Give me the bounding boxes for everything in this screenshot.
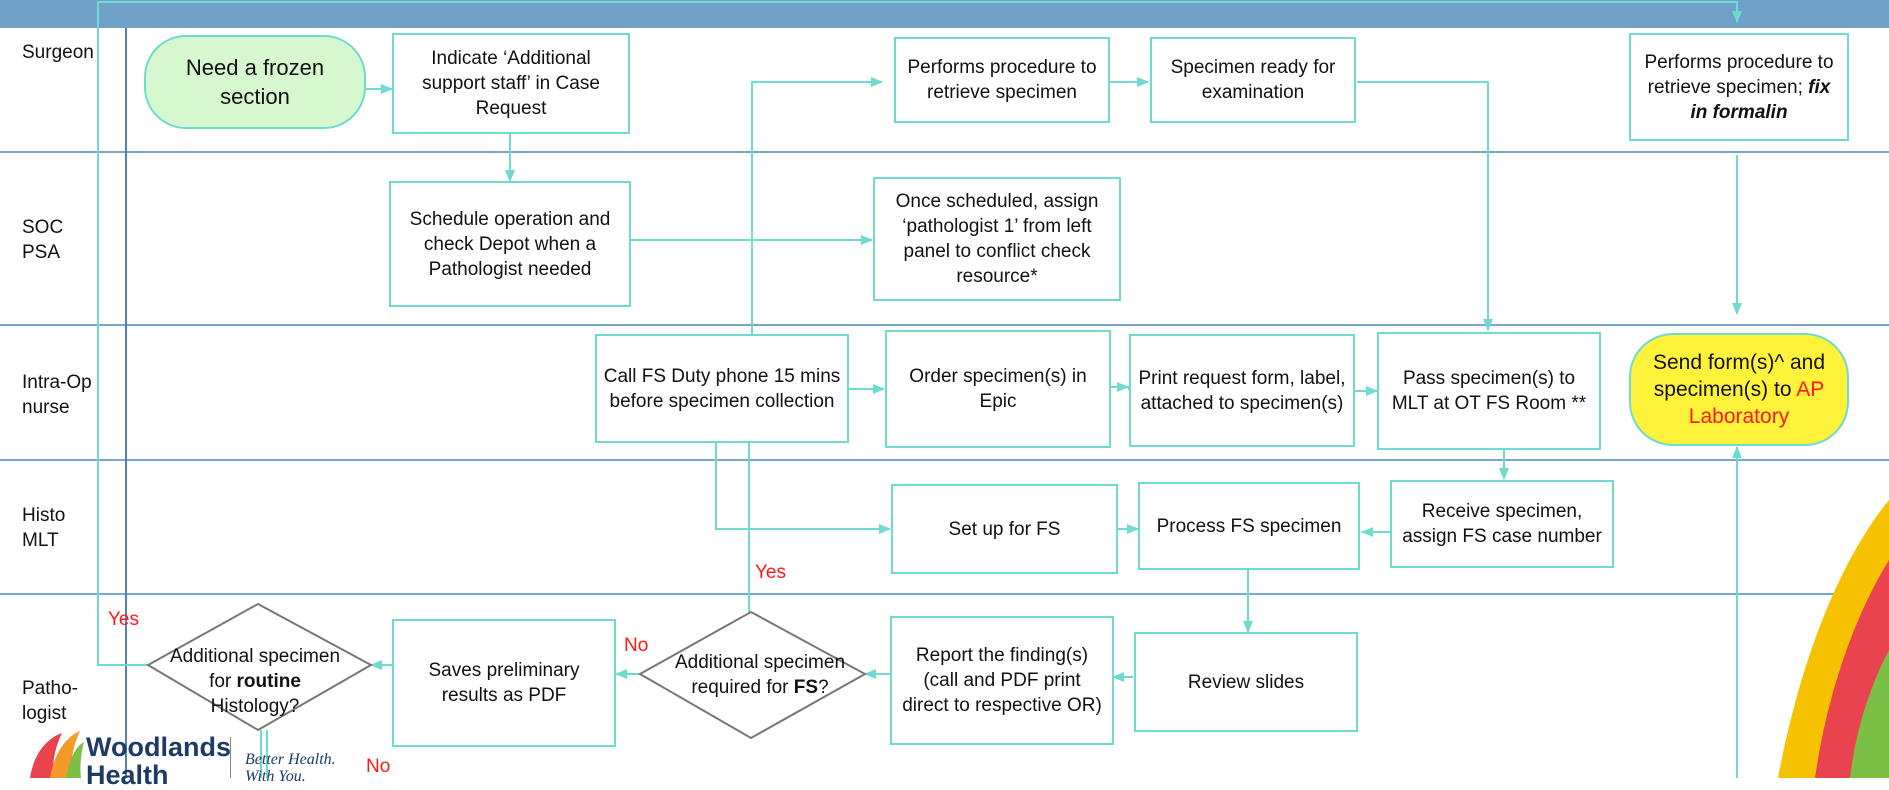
end-send-form-ap-laboratory: Send form(s)^ and specimen(s) to AP Labo… <box>1629 333 1849 446</box>
decision-diamond-routine <box>145 602 374 732</box>
node-specimen-ready: Specimen ready for examination <box>1150 37 1356 123</box>
decision-diamond-fs <box>637 610 868 740</box>
node-report-findings: Report the finding(s) (call and PDF prin… <box>890 616 1114 745</box>
decision-text-emphasis: routine <box>236 671 301 692</box>
lane-divider <box>0 593 1889 595</box>
node-text-highlight: AP Laboratory <box>1688 378 1825 428</box>
node-text: Process FS specimen <box>1156 515 1342 537</box>
lane-divider <box>0 459 1889 461</box>
node-text: Schedule operation and check Depot when … <box>409 208 611 280</box>
node-indicate-support: Indicate ‘Additional support staff’ in C… <box>392 33 630 134</box>
logo-name-line1: Woodlands <box>86 732 231 762</box>
node-print-request: Print request form, label, attached to s… <box>1129 334 1355 447</box>
node-text: Call FS Duty phone 15 mins before specim… <box>603 365 841 412</box>
node-performs-fix-formalin: Performs procedure to retrieve specimen;… <box>1629 33 1849 141</box>
lane-label-soc-psa: SOC PSA <box>22 217 64 263</box>
node-text: Performs procedure to retrieve specimen;… <box>1637 50 1841 125</box>
node-text: Once scheduled, assign ‘pathologist 1’ f… <box>895 191 1099 287</box>
lane-label-histo-mlt: Histo MLT <box>22 505 66 551</box>
node-receive-specimen: Receive specimen, assign FS case number <box>1390 480 1614 568</box>
node-text: Order specimen(s) in Epic <box>909 366 1087 412</box>
node-text: Saves preliminary results as PDF <box>428 660 580 706</box>
node-text: Set up for FS <box>948 518 1061 540</box>
node-text-part: Performs procedure to retrieve specimen; <box>1644 51 1834 98</box>
node-text: Send form(s)^ and specimen(s) to AP Labo… <box>1637 349 1841 430</box>
node-text-emphasis: fix in formalin <box>1690 76 1831 123</box>
decision-text-part: ? <box>818 677 829 698</box>
lane-label-intra-op-nurse: Intra-Op nurse <box>22 372 92 418</box>
node-process-fs: Process FS specimen <box>1138 482 1360 570</box>
node-text: Specimen ready for examination <box>1170 57 1336 103</box>
node-text: Review slides <box>1187 671 1305 693</box>
node-text: Receive specimen, assign FS case number <box>1402 501 1602 547</box>
edge-label-no-routine: No <box>366 756 391 777</box>
lane-divider <box>0 324 1889 326</box>
decision-fs-text: Additional specimen required for FS? <box>655 650 865 700</box>
node-text: Pass specimen(s) to MLT at OT FS Room ** <box>1391 368 1587 414</box>
start-node-text: Need a frozen section <box>185 55 325 109</box>
node-pass-specimen: Pass specimen(s) to MLT at OT FS Room ** <box>1377 332 1601 450</box>
node-once-scheduled: Once scheduled, assign ‘pathologist 1’ f… <box>873 177 1121 301</box>
node-set-up-fs: Set up for FS <box>891 484 1118 574</box>
lane-divider <box>0 151 1889 153</box>
top-header-bar <box>0 0 1889 28</box>
node-text: Report the finding(s) (call and PDF prin… <box>902 645 1102 716</box>
node-text: Indicate ‘Additional support staff’ in C… <box>422 48 600 119</box>
edge-label-yes-fs: Yes <box>755 562 786 583</box>
logo-divider <box>230 737 231 778</box>
node-schedule-operation: Schedule operation and check Depot when … <box>389 181 631 307</box>
node-text-part: Send form(s)^ and specimen(s) to <box>1652 351 1826 401</box>
decision-routine-text: Additional specimen for routine Histolog… <box>166 644 344 719</box>
decision-text-emphasis: FS <box>793 677 819 698</box>
node-performs-procedure: Performs procedure to retrieve specimen <box>894 37 1110 123</box>
decision-text-part: Additional specimen required for <box>674 652 846 698</box>
node-call-fs-duty: Call FS Duty phone 15 mins before specim… <box>595 334 849 443</box>
node-review-slides: Review slides <box>1134 632 1358 732</box>
edge-label-no-fs: No <box>624 635 649 656</box>
decision-text-part: Histology? <box>210 696 300 717</box>
start-need-frozen-section: Need a frozen section <box>144 35 366 129</box>
node-text: Performs procedure to retrieve specimen <box>907 57 1097 103</box>
node-text: Print request form, label, attached to s… <box>1138 367 1346 414</box>
lane-label-surgeon: Surgeon <box>22 42 94 63</box>
lane-label-divider <box>125 28 127 778</box>
decision-text-part: Additional specimen for <box>169 646 341 692</box>
node-order-specimen: Order specimen(s) in Epic <box>885 330 1111 448</box>
lane-label-pathologist: Patho- logist <box>22 678 78 724</box>
edge-label-yes-routine: Yes <box>108 609 139 630</box>
logo-tagline-line1: Better Health. <box>245 751 336 768</box>
node-saves-preliminary: Saves preliminary results as PDF <box>392 619 616 747</box>
